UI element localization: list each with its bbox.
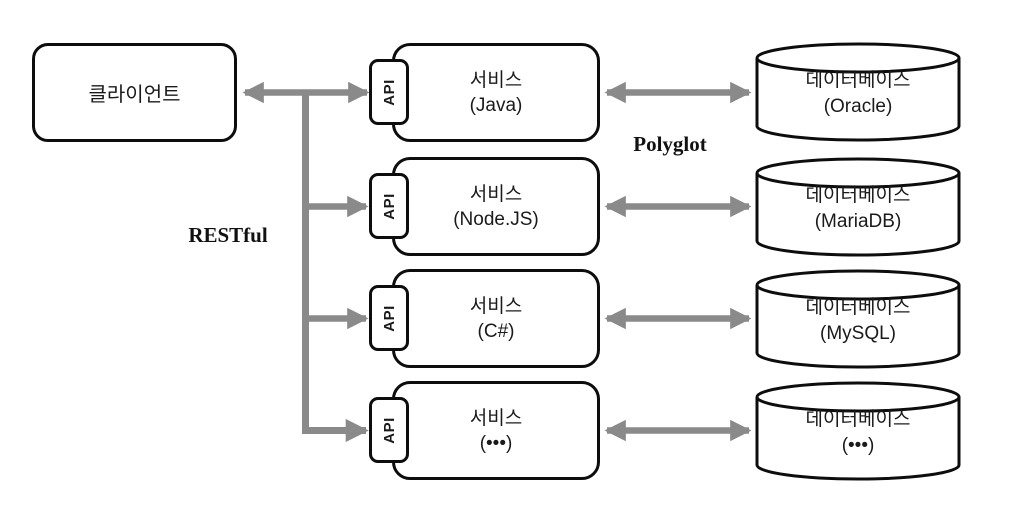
api-tab-service2: API (369, 173, 409, 239)
restful-label: RESTful (188, 223, 268, 247)
database-cylinder-icon (755, 269, 961, 369)
api-tab-label: API (380, 304, 398, 332)
database-node-mariadb: 데이터베이스 (MariaDB) (754, 157, 962, 257)
service-name: 서비스 (469, 69, 523, 91)
service-name: 서비스 (469, 183, 523, 205)
service-node-java: 서비스 (Java) (392, 43, 600, 142)
service-node-csharp: 서비스 (C#) (392, 269, 600, 368)
service-runtime: (C#) (477, 320, 515, 342)
api-tab-label: API (380, 78, 398, 106)
client-node: 클라이언트 (32, 43, 237, 142)
database-node-others: 데이터베이스 (•••) (754, 381, 962, 481)
service-name: 서비스 (469, 295, 523, 317)
polyglot-label: Polyglot (633, 132, 707, 156)
database-node-mysql: 데이터베이스 (MySQL) (754, 269, 962, 369)
api-tab-label: API (380, 192, 398, 220)
database-name: 데이터베이스 (805, 409, 911, 430)
database-name: 데이터베이스 (805, 70, 911, 91)
database-engine: (MariaDB) (814, 211, 902, 232)
client-label: 클라이언트 (88, 84, 181, 106)
service-runtime: (Node.JS) (453, 208, 539, 230)
api-tab-service4: API (369, 397, 409, 463)
api-tab-service1: API (369, 59, 409, 125)
api-tab-label: API (380, 416, 398, 444)
trunk-and-arrow-service4 (302, 92, 369, 443)
database-engine: (Oracle) (823, 96, 893, 117)
service-runtime: (•••) (479, 432, 513, 454)
service-runtime: (Java) (469, 94, 523, 116)
service-node-nodejs: 서비스 (Node.JS) (392, 157, 600, 256)
database-cylinder-icon (755, 42, 961, 142)
database-name: 데이터베이스 (805, 185, 911, 206)
api-tab-service3: API (369, 285, 409, 351)
database-cylinder-icon (755, 157, 961, 257)
database-cylinder-icon (755, 381, 961, 481)
database-engine: (•••) (841, 435, 875, 456)
database-node-oracle: 데이터베이스 (Oracle) (754, 42, 962, 142)
service-name: 서비스 (469, 407, 523, 429)
service-node-others: 서비스 (•••) (392, 381, 600, 480)
database-name: 데이터베이스 (805, 297, 911, 318)
database-engine: (MySQL) (820, 323, 896, 344)
